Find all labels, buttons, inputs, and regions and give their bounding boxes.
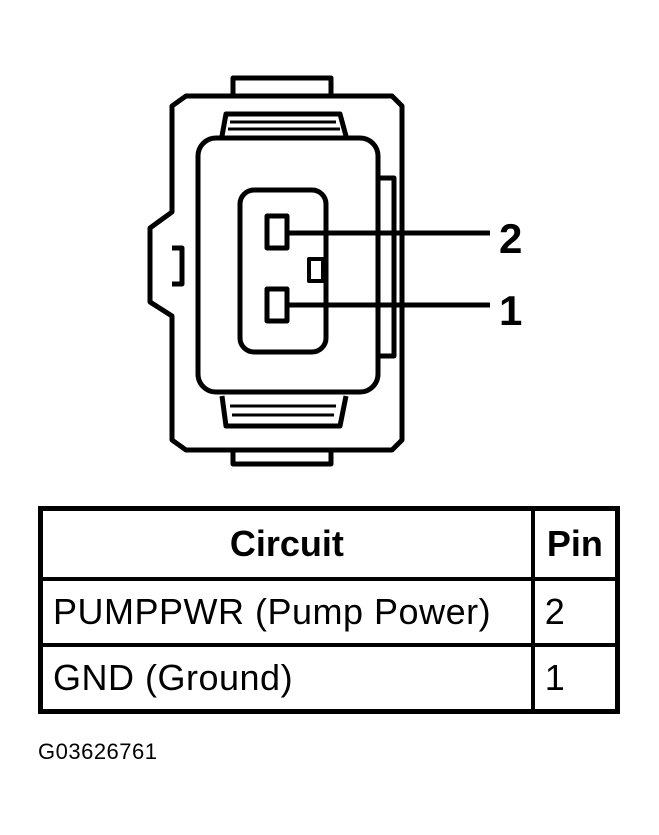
pin-1-label: 1 [499, 287, 523, 334]
connector-housing [147, 93, 405, 453]
terminal-cavity [237, 187, 329, 355]
connector-left-nub [172, 245, 185, 287]
pin-2-label: 2 [499, 215, 523, 262]
connector-right-rail [376, 175, 397, 359]
pin-header: Pin [530, 506, 620, 581]
connector-top-tab [230, 75, 334, 97]
connector-inner-body [195, 135, 381, 395]
pin-2-terminal [264, 213, 290, 251]
circuit-cell: GND (Ground) [38, 643, 535, 714]
circuit-header: Circuit [38, 506, 535, 581]
table-header-row: Circuit Pin [38, 506, 620, 581]
connector-bottom-ribs [219, 395, 349, 429]
pin-1-terminal [264, 286, 290, 324]
table-row: GND (Ground) 1 [38, 643, 620, 714]
pinout-table: Circuit Pin PUMPPWR (Pump Power) 2 GND (… [38, 506, 620, 714]
pin-cell: 2 [530, 577, 620, 647]
circuit-cell: PUMPPWR (Pump Power) [38, 577, 535, 647]
figure-id: G03626761 [38, 739, 158, 764]
pin-cell: 1 [530, 643, 620, 714]
cavity-key [307, 257, 325, 283]
table-row: PUMPPWR (Pump Power) 2 [38, 577, 620, 647]
connector-top-ribs [219, 111, 349, 137]
connector-diagram [147, 75, 490, 467]
connector-bottom-tab [230, 450, 334, 467]
